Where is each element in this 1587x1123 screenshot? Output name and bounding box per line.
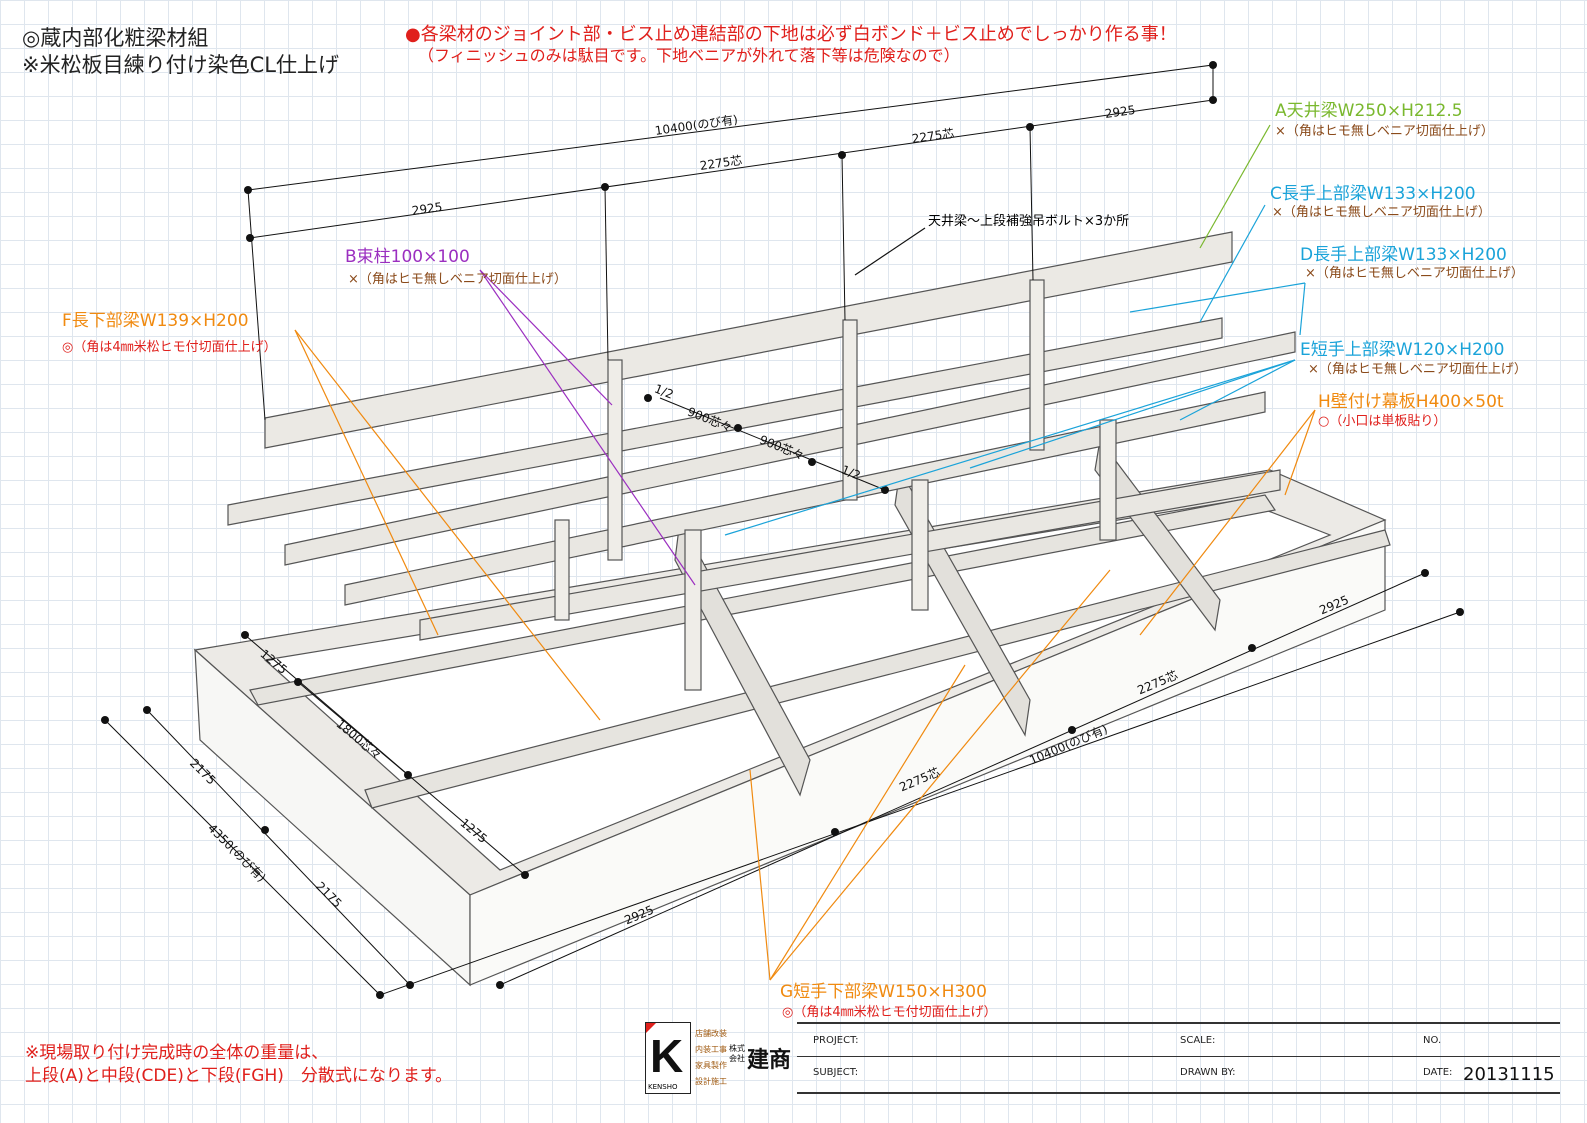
drawing-title: ◎蔵内部化粧梁材組 xyxy=(22,26,209,50)
scale-label: SCALE: xyxy=(1180,1035,1216,1046)
beam-A xyxy=(264,231,1233,449)
post-B xyxy=(554,519,570,621)
weight-note: ※現場取り付け完成時の全体の重量は、 xyxy=(25,1043,329,1063)
service: 内装工事 xyxy=(695,1045,727,1054)
company-info: 店舗改装内装工事家具製作設計施工 株式 会社 建商 xyxy=(695,1022,793,1094)
bottom-frame-front-face xyxy=(469,519,1386,986)
service: 設計施工 xyxy=(695,1077,727,1086)
service: 店舗改装 xyxy=(695,1029,727,1038)
weight-note-detail: 上段(A)と中段(CDE)と下段(FGH) 分散式になります。 xyxy=(25,1066,453,1086)
label-G: G短手下部梁W150×H300 xyxy=(780,982,987,1002)
post-B xyxy=(684,529,702,691)
post-B xyxy=(1099,419,1117,541)
post-B xyxy=(911,479,929,611)
label-B-note: ×（角はヒモ無しベニア切面仕上げ） xyxy=(348,272,567,287)
beam-F-2 xyxy=(364,529,1391,809)
post-B xyxy=(842,319,858,501)
logo-letter: K xyxy=(650,1030,684,1082)
label-E: E短手上部梁W120×H200 xyxy=(1300,340,1505,360)
title-block: K KENSHO 店舗改装内装工事家具製作設計施工 株式 会社 建商 PROJE… xyxy=(645,1022,1560,1094)
label-B: B束柱100×100 xyxy=(345,247,470,267)
label-D-note: ×（角はヒモ無しベニア切面仕上げ） xyxy=(1305,266,1524,281)
label-C-note: ×（角はヒモ無しベニア切面仕上げ） xyxy=(1272,205,1491,220)
drawing-subtitle: ※米松板目練り付け染色CL仕上げ xyxy=(22,53,339,77)
logo-name: KENSHO xyxy=(648,1083,678,1091)
label-A: A天井梁W250×H212.5 xyxy=(1275,101,1463,121)
project-label: PROJECT: xyxy=(813,1035,859,1046)
label-A-note: ×（角はヒモ無しベニア切面仕上げ） xyxy=(1275,124,1494,139)
date-label: DATE: xyxy=(1423,1067,1453,1078)
date-value: 20131115 xyxy=(1463,1064,1555,1085)
label-H-note: ○（小口は単板貼り） xyxy=(1318,414,1447,429)
beam-mid xyxy=(419,469,1281,641)
label-C: C長手上部梁W133×H200 xyxy=(1270,184,1476,204)
no-label: NO. xyxy=(1423,1035,1442,1046)
warning-note-detail: （フィニッシュのみは駄目です。下地ベニアが外れて落下等は危険なので） xyxy=(418,46,960,65)
label-G-note: ◎（角は4㎜米松ヒモ付切面仕上げ） xyxy=(782,1005,997,1020)
label-H: H壁付け幕板H400×50t xyxy=(1318,392,1504,412)
label-bolt: 天井梁〜上段補強吊ボルト×3か所 xyxy=(928,214,1130,229)
service: 家具製作 xyxy=(695,1061,727,1070)
post-B xyxy=(1029,279,1045,451)
company-name: 建商 xyxy=(747,1048,792,1073)
beam-C xyxy=(227,317,1223,526)
company-prefix: 株式 会社 xyxy=(729,1044,745,1063)
drawn-by-label: DRAWN BY: xyxy=(1180,1067,1236,1078)
label-F: F長下部梁W139×H200 xyxy=(62,311,249,331)
post-B xyxy=(607,359,623,561)
warning-note: ●各梁材のジョイント部・ビス止め連結部の下地は必ず白ボンド＋ビス止めでしっかり作… xyxy=(405,24,1177,45)
label-D: D長手上部梁W133×H200 xyxy=(1300,245,1507,265)
label-E-note: ×（角はヒモ無しベニア切面仕上げ） xyxy=(1308,362,1527,377)
subject-label: SUBJECT: xyxy=(813,1067,859,1078)
company-logo: K KENSHO xyxy=(645,1022,691,1094)
beam-G-3 xyxy=(1094,438,1221,632)
label-F-note: ◎（角は4㎜米松ヒモ付切面仕上げ） xyxy=(62,340,277,355)
